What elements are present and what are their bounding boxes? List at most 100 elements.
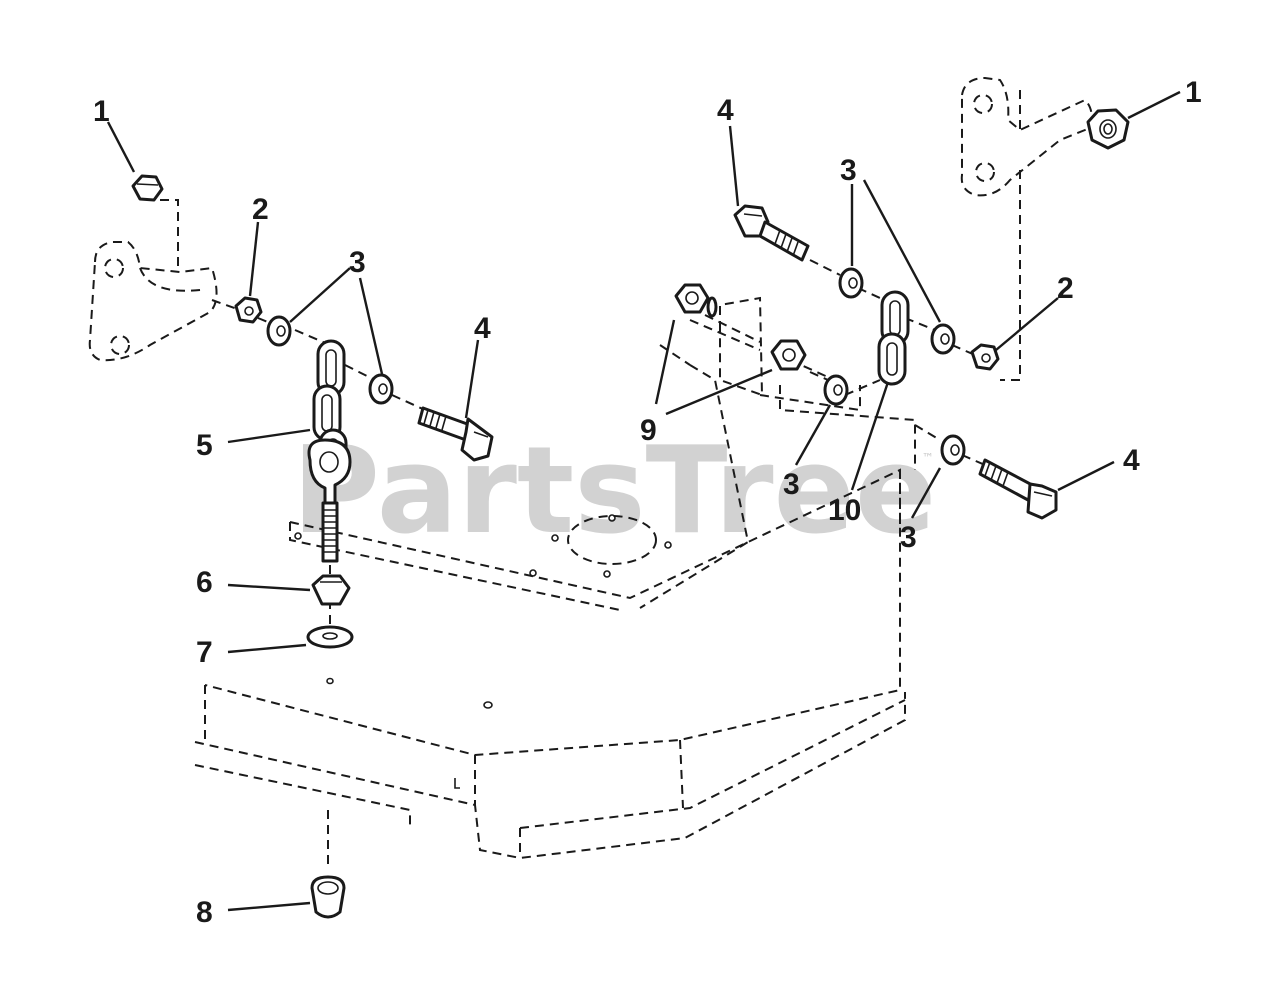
deck-skirt-outline — [194, 692, 906, 860]
right-flange-nut-9a — [674, 283, 718, 318]
callout-3-low: 3 — [900, 521, 917, 554]
deck-hole — [529, 569, 537, 577]
watermark-text: PartsTree — [292, 422, 936, 561]
left-washer-3a — [266, 315, 292, 347]
watermark: PartsTree ™ — [292, 422, 936, 561]
right-bolt-4-top — [733, 204, 810, 262]
left-axis-seg — [391, 394, 426, 411]
right-chain-10 — [877, 290, 910, 386]
callout-2-left: 2 — [252, 193, 269, 226]
mount-plate — [719, 296, 764, 397]
leader-c2-left — [248, 221, 260, 297]
callout-4-top: 4 — [717, 94, 734, 127]
left-axis-seg — [344, 364, 376, 381]
leader-lines — [106, 90, 1181, 912]
leader-c4-left — [464, 339, 480, 419]
callout-2-right: 2 — [1057, 272, 1074, 305]
mount-axis-right — [914, 424, 941, 441]
left-bolt-4 — [417, 406, 494, 462]
left-eye-bolt — [307, 438, 352, 563]
callout-8: 8 — [196, 896, 213, 929]
left-bracket-hole — [110, 335, 130, 355]
right-washer-3c — [823, 374, 849, 406]
callout-3-top: 3 — [840, 154, 857, 187]
leader-c8 — [227, 901, 311, 912]
deck-hole — [326, 677, 334, 685]
left-flange-nut-8 — [310, 875, 346, 919]
right-flange-nut-9b — [770, 339, 807, 371]
right-lock-nut-1 — [1086, 108, 1130, 150]
deck-hole — [483, 701, 493, 709]
right-bracket-hole — [975, 162, 995, 182]
deck-slot — [454, 778, 460, 789]
right-axis-seg — [904, 317, 936, 331]
callout-1-left: 1 — [93, 95, 110, 128]
left-bracket-outline — [88, 241, 218, 362]
left-washer-3b — [368, 373, 394, 405]
leader-c3-left-b — [358, 277, 384, 375]
callout-5: 5 — [196, 429, 213, 462]
right-bolt-4-lower — [978, 458, 1058, 520]
deck-hole — [664, 541, 672, 549]
leader-c6 — [227, 583, 311, 592]
deck-right-lip — [519, 699, 906, 829]
callout-3-left: 3 — [349, 246, 366, 279]
deck-hole — [551, 534, 559, 542]
right-bracket-drop — [1000, 170, 1021, 381]
right-axis-seg — [961, 454, 986, 466]
left-bracket-edge — [139, 267, 201, 292]
right-hanger-bracket — [960, 76, 1093, 381]
callout-4-left: 4 — [474, 312, 491, 345]
deck-spindle-opening — [567, 515, 657, 565]
left-hanger-bracket — [88, 199, 241, 362]
right-washer-3a — [838, 267, 864, 299]
left-hex-nut-6 — [311, 574, 351, 606]
callout-labels: 1 2 3 4 5 6 7 8 4 3 1 2 9 3 10 3 4 — [93, 76, 1202, 929]
deck-rim — [289, 522, 621, 611]
leader-c1-right — [1127, 90, 1181, 120]
leader-c10 — [850, 381, 890, 491]
center-mount-bracket — [639, 296, 941, 609]
deck-front-lip — [194, 764, 411, 828]
right-bracket-hole — [973, 94, 993, 114]
mount-axis — [689, 319, 761, 351]
callout-3-mid: 3 — [783, 468, 800, 501]
right-axis-seg — [809, 259, 841, 276]
callout-7: 7 — [196, 636, 213, 669]
deck-hole — [608, 514, 616, 522]
leader-c5 — [227, 428, 311, 444]
leader-c1-left — [106, 121, 136, 173]
left-hex-nut-1 — [131, 174, 164, 202]
leader-c4-top — [728, 125, 740, 207]
mount-axis-lower — [779, 385, 916, 470]
mount-leg — [639, 364, 750, 609]
leader-c2-right — [995, 297, 1059, 351]
callout-10: 10 — [828, 494, 861, 527]
leader-c4-right — [1057, 460, 1115, 492]
left-flat-washer-7 — [306, 625, 354, 649]
leader-c3-top-b — [862, 179, 942, 323]
leader-c3-left-a — [289, 267, 351, 323]
left-nut-axis — [160, 199, 179, 270]
callout-1-right: 1 — [1185, 76, 1202, 109]
leader-c3-mid — [794, 404, 832, 466]
deck-corner-edge-right — [679, 739, 684, 809]
leader-c9-b — [665, 368, 773, 416]
deck-hole — [603, 570, 611, 578]
callout-9: 9 — [640, 414, 657, 447]
callout-4-right: 4 — [1123, 444, 1140, 477]
watermark-trademark: ™ — [922, 451, 934, 465]
right-bracket-outline — [960, 76, 1093, 197]
mount-arm — [759, 385, 861, 412]
left-bolt-axis — [211, 299, 241, 311]
right-axis-seg — [844, 379, 881, 396]
left-bracket-hole — [104, 258, 124, 278]
mount-arm-left — [659, 344, 691, 366]
right-axis-seg — [704, 314, 761, 343]
leader-c3-low — [910, 467, 942, 519]
left-lock-nut-2 — [234, 296, 263, 324]
right-washer-3b — [930, 323, 956, 355]
right-washer-3d — [940, 434, 966, 466]
right-lock-nut-2 — [970, 343, 1000, 371]
